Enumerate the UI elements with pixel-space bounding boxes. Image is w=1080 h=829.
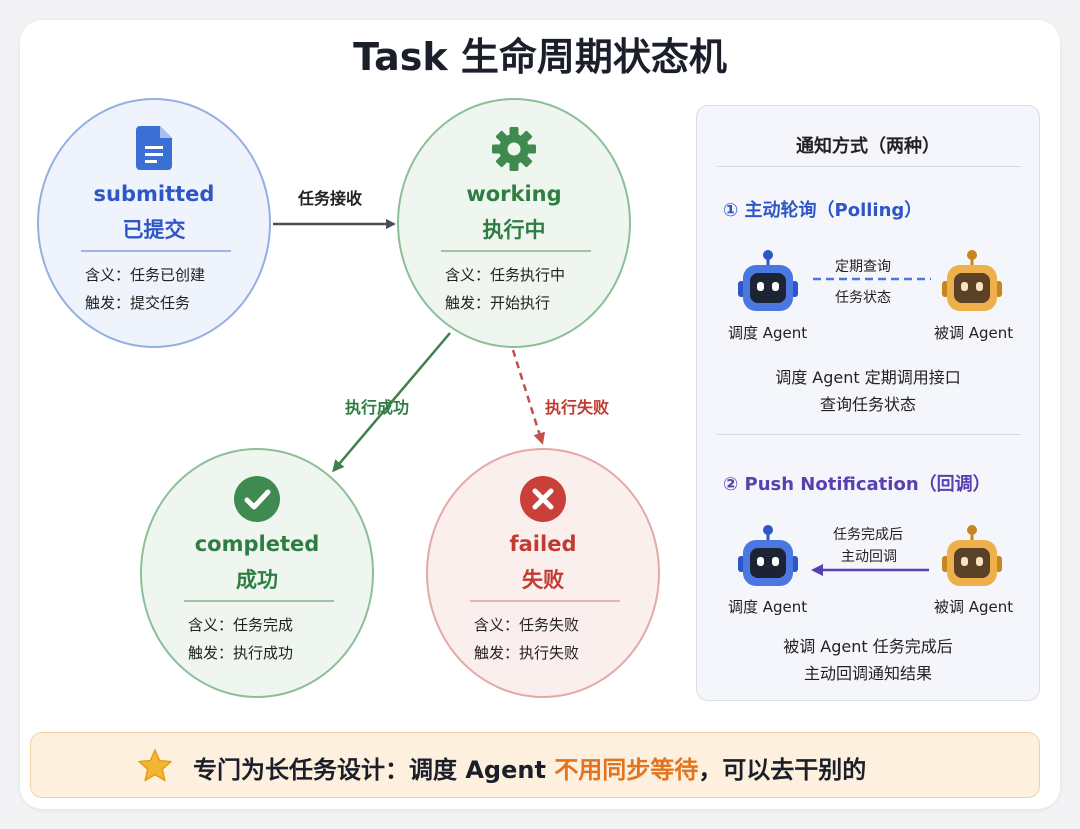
state-meaning: 含义：任务完成	[188, 616, 294, 634]
summary-banner: 专门为长任务设计：调度 Agent 不用同步等待，可以去干别的	[30, 732, 1040, 798]
check-circle-icon	[234, 476, 280, 522]
state-working: working 执行中 含义：任务执行中 触发：开始执行	[397, 98, 631, 348]
page-title: Task 生命周期状态机	[353, 35, 727, 79]
state-failed: failed 失败 含义：任务失败 触发：执行失败	[426, 448, 660, 698]
state-name-zh: 失败	[522, 568, 564, 592]
document-icon	[136, 126, 172, 170]
state-name-en: submitted	[93, 182, 215, 206]
notification-panel: 通知方式（两种） ① 主动轮询（Polling） 定期查询 任务状态 调度 Ag…	[696, 105, 1040, 701]
push-flow-label-top: 任务完成后	[833, 527, 903, 543]
state-name-zh: 成功	[236, 568, 278, 592]
polling-desc-2: 查询任务状态	[819, 395, 916, 414]
state-name-zh: 执行中	[482, 218, 546, 242]
banner-text: 专门为长任务设计：调度 Agent 不用同步等待，可以去干别的	[193, 750, 866, 785]
push-flow-label-bottom: 主动回调	[841, 549, 897, 565]
state-meaning: 含义：任务执行中	[445, 266, 566, 284]
polling-desc-1: 调度 Agent 定期调用接口	[775, 368, 961, 387]
banner-highlight: 不用同步等待	[554, 756, 699, 784]
state-trigger: 触发：执行失败	[474, 644, 580, 662]
state-trigger: 触发：开始执行	[445, 294, 551, 312]
robot-blue-icon	[738, 525, 798, 586]
state-name-en: working	[466, 182, 562, 206]
dispatcher-agent-label: 调度 Agent	[728, 598, 808, 616]
polling-flow-label-bottom: 任务状态	[835, 290, 891, 306]
edge-success-arrow	[332, 332, 451, 473]
x-circle-icon	[520, 476, 566, 522]
banner-suffix: ，可以去干别的	[698, 756, 867, 784]
robot-orange-icon	[942, 525, 1002, 586]
robot-blue-icon	[738, 250, 798, 311]
push-heading: ② Push Notification（回调）	[723, 474, 991, 495]
divider	[717, 434, 1021, 435]
divider	[81, 250, 231, 252]
panel-title: 通知方式（两种）	[796, 136, 940, 157]
callee-agent-label: 被调 Agent	[934, 598, 1014, 616]
divider	[184, 600, 334, 602]
edge-fail-arrow	[511, 349, 546, 445]
state-name-en: completed	[194, 532, 320, 556]
polling-flow-label-top: 定期查询	[835, 259, 891, 275]
state-submitted: submitted 已提交 含义：任务已创建 触发：提交任务	[37, 98, 271, 348]
edge-fail-label: 执行失败	[545, 398, 610, 417]
push-callback-arrow	[811, 564, 929, 576]
push-desc-2: 主动回调通知结果	[803, 664, 932, 683]
state-completed: completed 成功 含义：任务完成 触发：执行成功	[140, 448, 374, 698]
divider	[470, 600, 620, 602]
divider	[717, 166, 1021, 167]
polling-heading: ① 主动轮询（Polling）	[723, 200, 923, 221]
robot-orange-icon	[942, 250, 1002, 311]
state-trigger: 触发：提交任务	[85, 294, 191, 312]
gear-icon	[492, 127, 536, 171]
banner-prefix: 专门为长任务设计：调度 Agent	[193, 756, 555, 784]
dispatcher-agent-label: 调度 Agent	[728, 324, 808, 342]
edge-accept-label: 任务接收	[298, 189, 363, 208]
divider	[441, 250, 591, 252]
state-meaning: 含义：任务失败	[474, 616, 580, 634]
edge-success-label: 执行成功	[345, 398, 410, 417]
state-name-en: failed	[509, 532, 577, 556]
callee-agent-label: 被调 Agent	[934, 324, 1014, 342]
polling-dashed-line	[813, 277, 931, 281]
state-name-zh: 已提交	[122, 218, 186, 242]
state-trigger: 触发：执行成功	[188, 644, 294, 662]
state-meaning: 含义：任务已创建	[85, 266, 206, 284]
push-desc-1: 被调 Agent 任务完成后	[783, 637, 953, 656]
star-icon	[138, 749, 172, 782]
